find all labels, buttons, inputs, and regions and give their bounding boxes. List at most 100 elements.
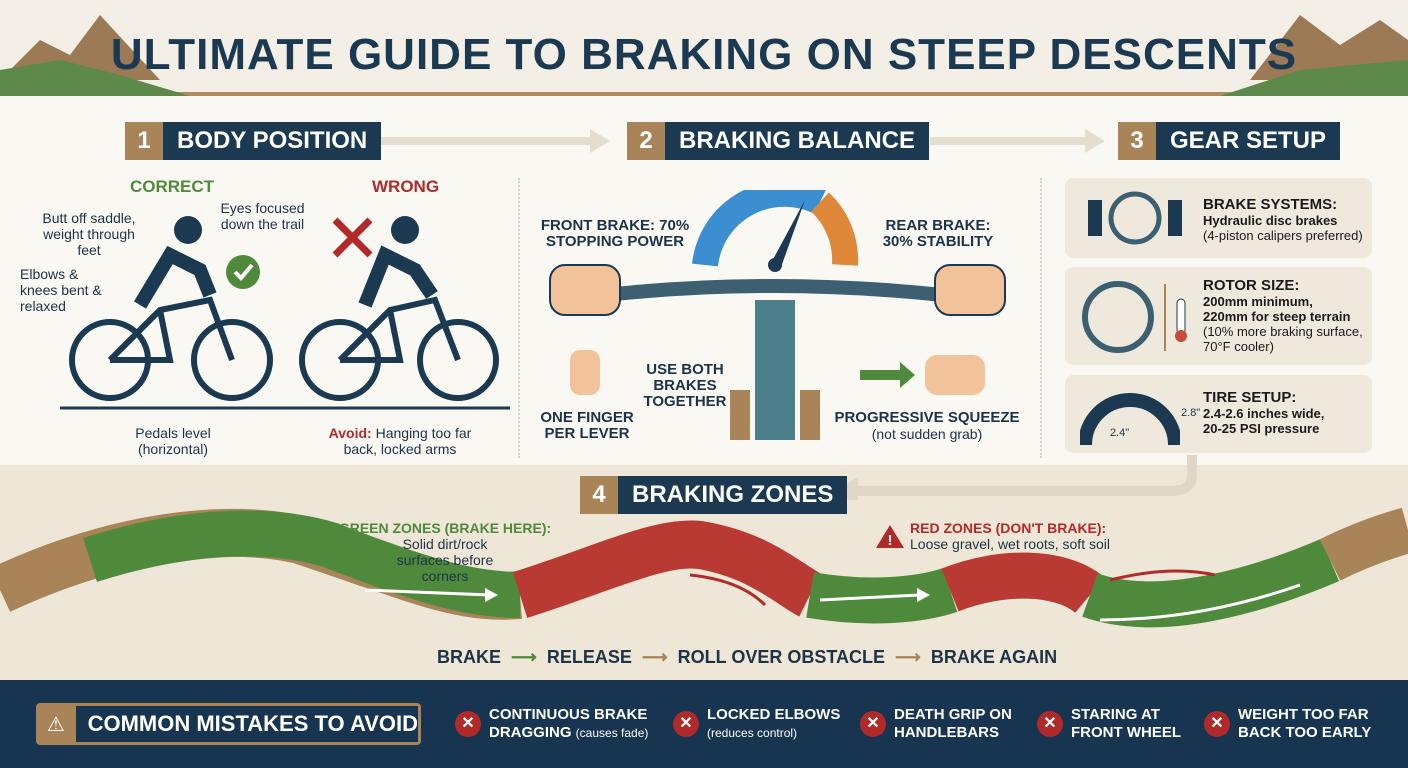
mistake-text: CONTINUOUS BRAKE [489, 706, 648, 723]
arrow-right-icon: ⟶ [895, 647, 921, 667]
front-brake-gauge [692, 190, 826, 267]
section-number: 2 [627, 122, 665, 160]
tire-height-dim: 2.8" [1181, 407, 1201, 419]
flow-step: RELEASE [546, 647, 632, 667]
rear-brake-title: REAR BRAKE: [885, 217, 991, 234]
gear-card-rotor-size: ROTOR SIZE:200mm minimum,220mm for steep… [1065, 267, 1372, 365]
mistake-text: DEATH GRIP ON [894, 706, 1012, 723]
mistake-text: DRAGGING [489, 724, 572, 741]
mistake-note: (reduces control) [707, 726, 798, 740]
mistake-note: (causes fade) [575, 726, 649, 740]
red-zone [512, 520, 822, 618]
green-zone-text: Solid dirt/rock surfaces before corners [396, 536, 494, 584]
tire-icon [1080, 393, 1180, 445]
section-label: GEAR SETUP [1156, 122, 1341, 160]
mountains-decoration [0, 15, 1408, 96]
use-both-brakes: USE BOTH BRAKES TOGETHER [643, 361, 727, 410]
cross-icon [332, 217, 373, 258]
rear-brake-sub: 30% STABILITY [882, 233, 994, 250]
divider [1040, 178, 1042, 458]
page-title: ULTIMATE GUIDE TO BRAKING ON STEEP DESCE… [110, 30, 1298, 79]
thumb-icon [925, 355, 985, 395]
front-brake-sub: STOPPING POWER [545, 233, 685, 250]
brake-flow: BRAKE⟶ RELEASE⟶ ROLL OVER OBSTACLE⟶ BRAK… [437, 647, 1057, 668]
elbows-note: Elbows & knees bent & relaxed [20, 266, 102, 314]
flow-step: ROLL OVER OBSTACLE [677, 647, 886, 667]
gear-card-brake-systems: BRAKE SYSTEMS:Hydraulic disc brakes(4-pi… [1065, 178, 1372, 258]
card-sub: (4-piston calipers preferred) [1203, 228, 1363, 243]
bike-illustrations [60, 216, 510, 410]
svg-text:!: ! [888, 532, 893, 549]
card-line: 220mm for steep terrain [1203, 309, 1351, 324]
eyes-note: Eyes focused down the trail [220, 200, 305, 232]
section-number: 3 [1118, 122, 1156, 160]
red-zone [941, 552, 1105, 614]
section-label: BRAKING ZONES [618, 476, 848, 514]
x-icon: ✕ [860, 711, 886, 737]
tire-width-dim: 2.4" [1110, 427, 1130, 439]
finger-icon [570, 350, 600, 395]
divider [518, 178, 520, 458]
x-icon: ✕ [455, 711, 481, 737]
progressive-squeeze: PROGRESSIVE SQUEEZE [834, 409, 1020, 426]
red-zone-label: RED ZONES (DON'T BRAKE):Loose gravel, we… [910, 520, 1110, 552]
green-zone-title: GREEN ZONES (BRAKE HERE): [338, 520, 552, 536]
card-title: TIRE SETUP: [1203, 389, 1297, 406]
mistake-text: FRONT WHEEL [1071, 724, 1181, 741]
mistake-text: LOCKED ELBOWS [707, 706, 841, 723]
front-brake-percent: FRONT BRAKE: 70% [540, 217, 690, 234]
flow-step: BRAKE [437, 647, 502, 667]
red-zone-text: Loose gravel, wet roots, soft soil [910, 536, 1110, 552]
mistake-text: BACK TOO EARLY [1238, 724, 1372, 741]
warning-icon: ! [876, 525, 904, 549]
avoid-label: Avoid: [328, 425, 372, 441]
card-title: ROTOR SIZE: [1203, 277, 1300, 294]
squeeze-note: (not sudden grab) [871, 426, 983, 442]
section-number: 1 [125, 122, 163, 160]
card-sub: (10% more braking surface, [1203, 324, 1363, 339]
red-zone-title: RED ZONES (DON'T BRAKE): [910, 520, 1107, 536]
squeeze-block: PROGRESSIVE SQUEEZE (not sudden grab) [822, 409, 1032, 443]
x-icon: ✕ [1037, 711, 1063, 737]
flow-arrows [360, 129, 1105, 153]
section-label: BRAKING BALANCE [665, 122, 929, 160]
rotor-thermometer-icon [1082, 281, 1187, 353]
return-arrow [835, 455, 1197, 500]
section-number: 4 [580, 476, 618, 514]
mistake-item: ✕ LOCKED ELBOWS (reduces control) [673, 706, 840, 742]
wrong-label: WRONG [372, 177, 440, 196]
check-icon [226, 255, 260, 289]
flow-step: BRAKE AGAIN [930, 647, 1058, 667]
card-sub: 70°F cooler) [1203, 339, 1274, 354]
trail-zones [0, 507, 1408, 628]
green-zone [1082, 538, 1340, 628]
mistake-text: HANDLEBARS [894, 724, 999, 741]
rear-brake-gauge [810, 192, 859, 266]
rear-brake-label: REAR BRAKE:30% STABILITY [858, 218, 1018, 250]
card-line: 200mm minimum, [1203, 294, 1313, 309]
green-zone [83, 510, 521, 618]
avoid-note: Avoid: Hanging too far back, locked arms [320, 425, 480, 457]
green-zone [806, 568, 958, 624]
card-line: 20-25 PSI pressure [1203, 421, 1320, 436]
x-icon: ✕ [673, 711, 699, 737]
card-line: 2.4-2.6 inches wide, [1203, 406, 1325, 421]
correct-label: CORRECT [130, 177, 215, 196]
mistake-text: STARING AT [1071, 706, 1160, 723]
warning-icon: ⚠ [46, 713, 65, 736]
gear-card-tire-setup: 2.4" 2.8" TIRE SETUP:2.4-2.6 inches wide… [1065, 375, 1372, 453]
header-band [0, 0, 1408, 96]
brake-caliper-icon [1088, 191, 1182, 245]
mistake-text: WEIGHT TOO FAR [1238, 706, 1369, 723]
arrow-right-icon: ⟶ [511, 647, 537, 667]
mistakes-title: COMMON MISTAKES TO AVOID [75, 706, 418, 742]
pedals-note: Pedals level (horizontal) [135, 425, 211, 457]
green-zone-label: GREEN ZONES (BRAKE HERE):Solid dirt/rock… [335, 520, 555, 584]
